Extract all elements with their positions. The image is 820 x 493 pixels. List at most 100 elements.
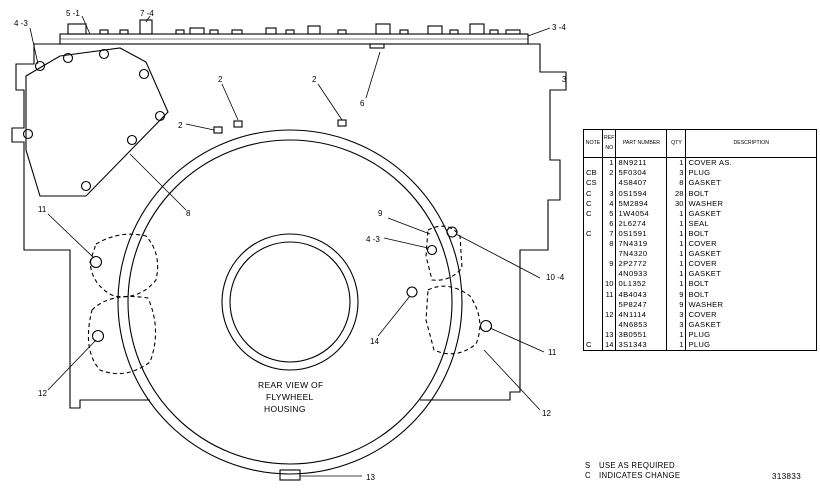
ref-cell: 2	[601, 168, 617, 179]
part-number-cell: 1W4054	[615, 208, 668, 219]
drawing-caption: REAR VIEW OF FLYWHEEL HOUSING	[258, 380, 323, 414]
qty-cell: 8	[666, 178, 687, 189]
part-number-cell: 5F0304	[615, 168, 668, 179]
callout-7-4: 7 -4	[140, 9, 154, 18]
note-cell: C	[583, 198, 603, 209]
legend-key: S	[585, 461, 591, 470]
ref-cell: 9	[601, 258, 617, 270]
legend-key: C	[585, 471, 591, 480]
description-cell: BOLT	[685, 188, 817, 199]
description-cell: COVER	[685, 258, 817, 270]
qty-cell: 1	[666, 208, 687, 219]
qty-cell: 1	[666, 228, 687, 239]
part-number-cell: 7N4319	[615, 238, 668, 249]
callout-3-4: 3 -4	[552, 23, 566, 32]
callout-8: 8	[186, 209, 191, 218]
callout-13: 13	[366, 473, 375, 482]
qty-cell: 1	[666, 248, 687, 259]
ref-cell: 3	[601, 188, 617, 199]
ref-cell: 12	[601, 309, 617, 320]
housing-outline	[11, 43, 567, 409]
ref-cell	[601, 248, 617, 259]
note-cell	[583, 157, 603, 169]
callout-4-3-mid: 4 -3	[366, 235, 380, 244]
description-cell: COVER	[685, 309, 817, 320]
qty-cell: 1	[666, 339, 687, 351]
flywheel-housing-circles	[117, 129, 463, 475]
drain-plug-13	[279, 469, 301, 481]
part-number-cell: 3B0551	[615, 329, 668, 340]
ref-cell: 8	[601, 238, 617, 249]
part-number-cell: 4N6853	[615, 319, 668, 330]
description-cell: WASHER	[685, 299, 817, 310]
header-note: NOTE	[583, 129, 603, 158]
callout-2a: 2	[218, 75, 223, 84]
part-number-cell: 0S1591	[615, 228, 668, 239]
qty-cell: 3	[666, 168, 687, 179]
callout-12-left: 12	[38, 389, 47, 398]
note-cell: CB	[583, 168, 603, 179]
ref-cell: 14	[601, 339, 617, 351]
callout-2b: 2	[312, 75, 317, 84]
parts-list-table: NOTE REF NO PART NUMBER QTY DESCRIPTION …	[583, 129, 817, 351]
part-number-cell: 2P2772	[615, 258, 668, 270]
rear-cover-8	[25, 47, 169, 197]
part-number-cell: 4N1114	[615, 309, 668, 320]
callout-4-3-top: 4 -3	[14, 19, 28, 28]
part-number-cell: 4B4043	[615, 289, 668, 300]
callout-5-1: 5 -1	[66, 9, 80, 18]
part-number-cell: 4S8407	[615, 178, 668, 189]
note-cell	[583, 319, 603, 330]
note-cell	[583, 248, 603, 259]
ref-cell: 4	[601, 198, 617, 209]
callout-3: 3	[562, 75, 567, 84]
ref-cell: 5	[601, 208, 617, 219]
description-cell: GASKET	[685, 208, 817, 219]
part-number-cell: 8N9211	[615, 157, 668, 169]
leader-lines	[29, 15, 551, 477]
qty-cell: 28	[666, 188, 687, 199]
flywheel-housing-drawing: 5 -1 7 -4 4 -3 3 -4 3 6 2 2 2 8 11 9 4 -…	[11, 9, 567, 482]
description-cell: SEAL	[685, 218, 817, 229]
part-number-cell: 5P8247	[615, 299, 668, 310]
housing-bolts	[89, 119, 493, 343]
header-description: DESCRIPTION	[685, 129, 817, 158]
legend-item: C INDICATES CHANGE	[585, 471, 680, 481]
part-number-cell: 3S1343	[615, 339, 668, 351]
description-cell: WASHER	[685, 198, 817, 209]
callout-10-4: 10 -4	[546, 273, 565, 282]
legend-text: INDICATES CHANGE	[599, 471, 681, 480]
ref-cell	[601, 319, 617, 330]
description-cell: GASKET	[685, 248, 817, 259]
inspection-covers	[87, 225, 481, 375]
description-cell: BOLT	[685, 279, 817, 290]
caption-line-2: FLYWHEEL	[266, 392, 314, 402]
note-cell	[583, 289, 603, 300]
note-cell	[583, 279, 603, 290]
callout-6: 6	[360, 99, 365, 108]
note-cell	[583, 269, 603, 280]
part-number-cell: 0L1352	[615, 279, 668, 290]
header-ref: REF NO	[601, 129, 617, 158]
ref-cell: 13	[601, 329, 617, 340]
description-cell: PLUG	[685, 339, 817, 351]
qty-cell: 1	[666, 157, 687, 169]
description-cell: PLUG	[685, 329, 817, 340]
note-cell	[583, 329, 603, 340]
callout-11-right: 11	[548, 348, 557, 357]
ref-cell: 1	[601, 157, 617, 169]
description-cell: GASKET	[685, 269, 817, 280]
qty-cell: 3	[666, 319, 687, 330]
